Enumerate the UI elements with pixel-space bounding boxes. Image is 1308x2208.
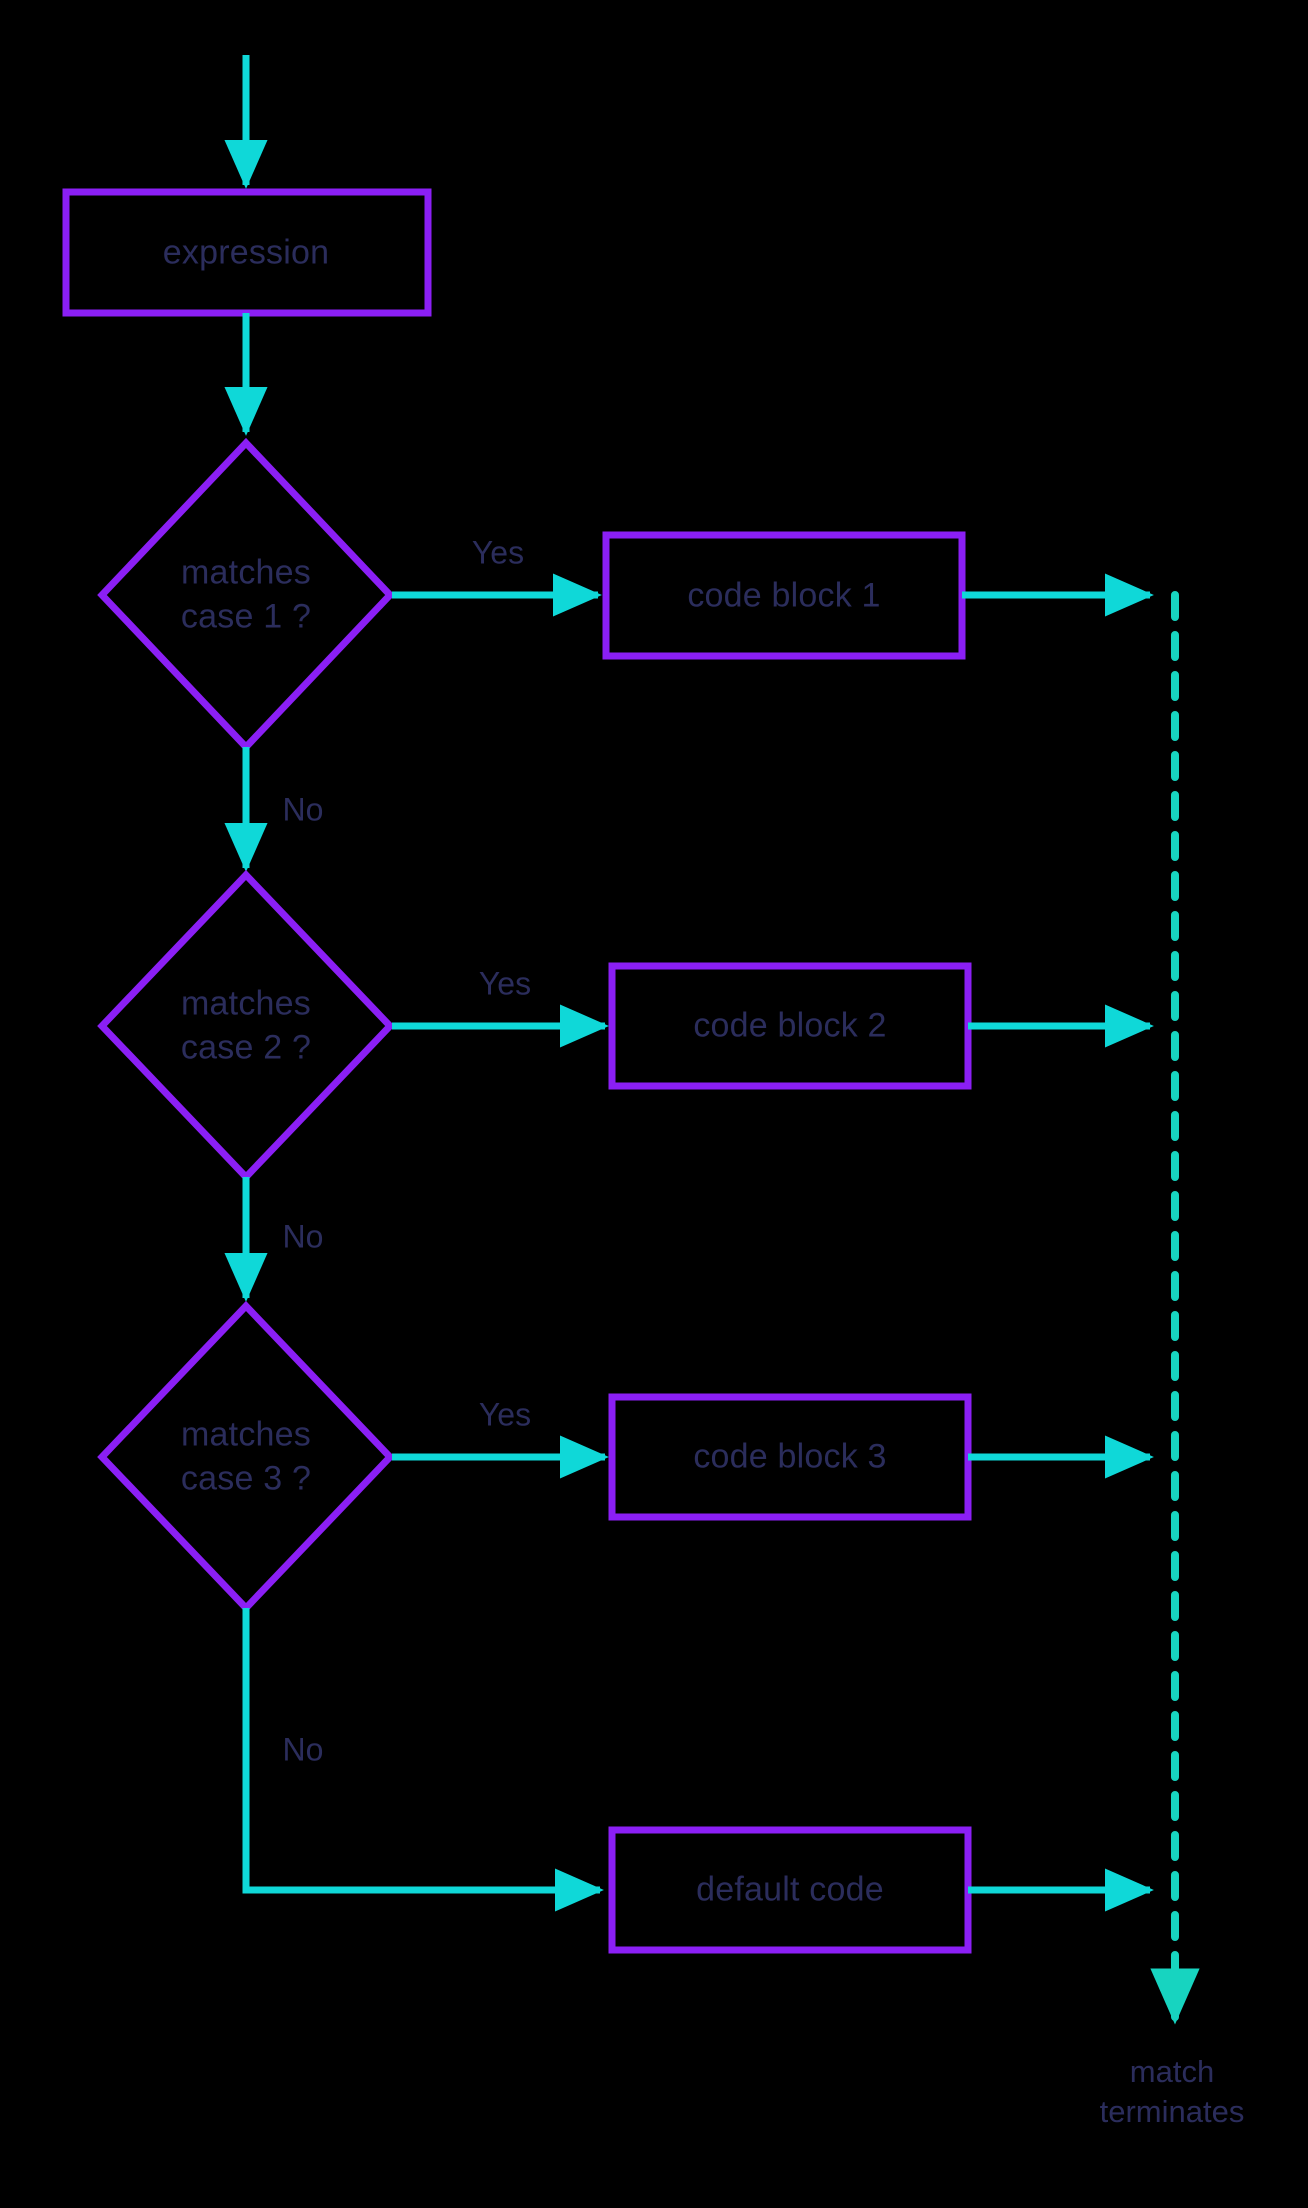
node-decision1-shape[interactable] — [97, 437, 395, 753]
node-block1-shape[interactable] — [602, 531, 966, 660]
node-block2-shape[interactable] — [608, 962, 972, 1090]
edge-decision3-no — [242, 1608, 604, 1912]
node-expression-shape[interactable] — [62, 188, 432, 317]
node-default-shape[interactable] — [608, 1826, 972, 1954]
node-decision3-shape[interactable] — [97, 1300, 395, 1614]
node-decision2-shape[interactable] — [97, 869, 395, 1183]
node-block3-shape[interactable] — [608, 1393, 972, 1521]
